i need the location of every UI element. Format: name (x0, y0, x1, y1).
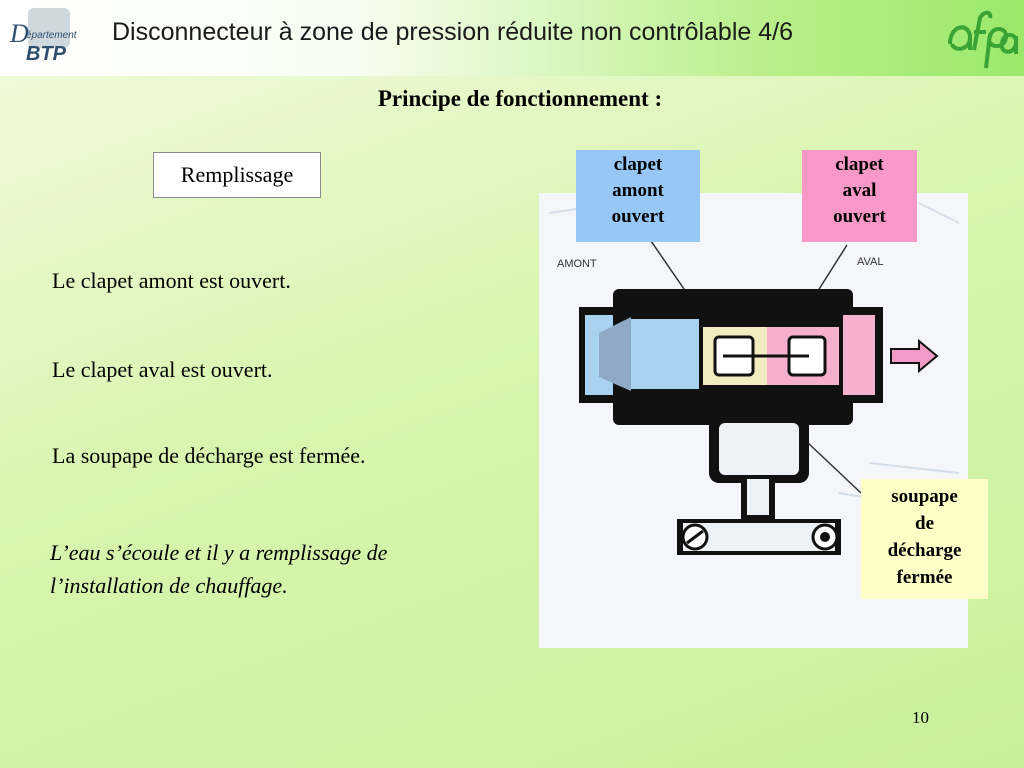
page-number: 10 (912, 708, 929, 727)
callout-relief-line-4: fermée (896, 567, 953, 588)
callout-relief-valve-closed: soupape de décharge fermée (861, 479, 988, 599)
statement-relief-valve: La soupape de décharge est fermée. (52, 443, 366, 468)
aval-text: AVAL (857, 256, 884, 268)
callout-upstream-line-1: clapet (613, 154, 663, 175)
callout-downstream-line-1: clapet (835, 154, 884, 175)
svg-text:D: D (9, 19, 29, 48)
callout-upstream-line-3: ouvert (611, 206, 665, 227)
callout-relief-line-3: décharge (887, 540, 962, 561)
title-bar: D épartement BTP Disconnecteur à zone de… (0, 0, 1024, 76)
conclusion-line-1: L’eau s’écoule et il y a remplissage de (50, 540, 388, 565)
slide-subtitle: Principe de fonctionnement : (377, 86, 663, 111)
conclusion-paragraph: L’eau s’écoule et il y a remplissage de … (50, 536, 520, 602)
callout-relief-line-1: soupape (891, 486, 958, 507)
afpa-logo (948, 10, 1019, 69)
statement-downstream-valve: Le clapet aval est ouvert. (52, 357, 273, 382)
statement-upstream-valve: Le clapet amont est ouvert. (52, 268, 291, 293)
disconnector-diagram: AMONT AVAL (548, 201, 960, 555)
departement-btp-logo: D épartement BTP (9, 8, 78, 65)
callout-downstream-valve-open: clapet aval ouvert (802, 150, 917, 242)
svg-text:épartement: épartement (26, 30, 78, 41)
callout-upstream-valve-open: clapet amont ouvert (576, 150, 700, 242)
slide-title: Disconnecteur à zone de pression réduite… (112, 18, 793, 46)
conclusion-line-2: l’installation de chauffage. (50, 573, 288, 598)
callout-relief-line-2: de (915, 513, 934, 534)
svg-text:BTP: BTP (26, 43, 67, 65)
valve-body (579, 289, 883, 555)
callout-downstream-line-3: ouvert (833, 206, 886, 227)
callout-upstream-line-2: amont (612, 180, 664, 201)
callout-downstream-line-2: aval (842, 180, 877, 201)
flow-arrow (890, 338, 939, 374)
mode-label-box: Remplissage (153, 152, 321, 198)
amont-text: AMONT (557, 258, 597, 270)
